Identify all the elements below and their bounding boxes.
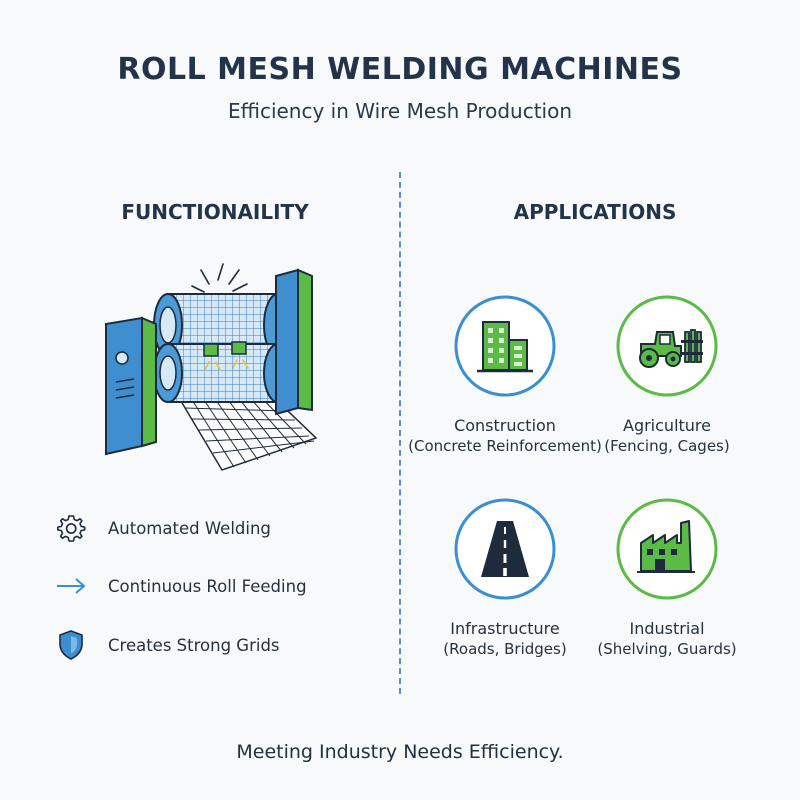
tractor-icon: [616, 295, 718, 397]
page-title: ROLL MESH WELDING MACHINES: [117, 52, 683, 87]
feature-label: Creates Strong Grids: [108, 635, 280, 655]
column-divider: [399, 172, 401, 694]
application-agriculture: Agriculture (Fencing, Cages): [567, 294, 767, 456]
applications-heading: APPLICATIONS: [513, 200, 677, 224]
roll-mesh-welding-machine-icon: [105, 263, 318, 471]
application-name: Industrial: [629, 619, 705, 638]
factory-icon: [616, 498, 718, 600]
gear-icon: [54, 513, 88, 543]
application-desc: (Concrete Reinforcement): [408, 437, 602, 455]
feature-label: Automated Welding: [108, 518, 271, 538]
building-icon: [454, 295, 556, 397]
feature-automated-welding: Automated Welding: [54, 513, 271, 543]
arrow-right-icon: [54, 571, 88, 601]
application-name: Construction: [454, 416, 556, 435]
feature-continuous-roll-feeding: Continuous Roll Feeding: [54, 571, 307, 601]
application-infrastructure: Infrastructure (Roads, Bridges): [405, 497, 605, 659]
footer-tagline: Meeting Industry Needs Efficiency.: [236, 741, 564, 763]
application-industrial: Industrial (Shelving, Guards): [567, 497, 767, 659]
application-name: Infrastructure: [450, 619, 560, 638]
page-subtitle: Efficiency in Wire Mesh Production: [227, 99, 573, 123]
shield-icon: [54, 630, 88, 660]
road-icon: [454, 498, 556, 600]
application-desc: (Fencing, Cages): [604, 437, 730, 455]
application-desc: (Roads, Bridges): [443, 640, 567, 658]
functionality-heading: FUNCTIONAILITY: [121, 200, 309, 224]
application-desc: (Shelving, Guards): [597, 640, 737, 658]
feature-creates-strong-grids: Creates Strong Grids: [54, 630, 280, 660]
feature-label: Continuous Roll Feeding: [108, 576, 307, 596]
application-name: Agriculture: [623, 416, 711, 435]
application-construction: Construction (Concrete Reinforcement): [405, 294, 605, 456]
